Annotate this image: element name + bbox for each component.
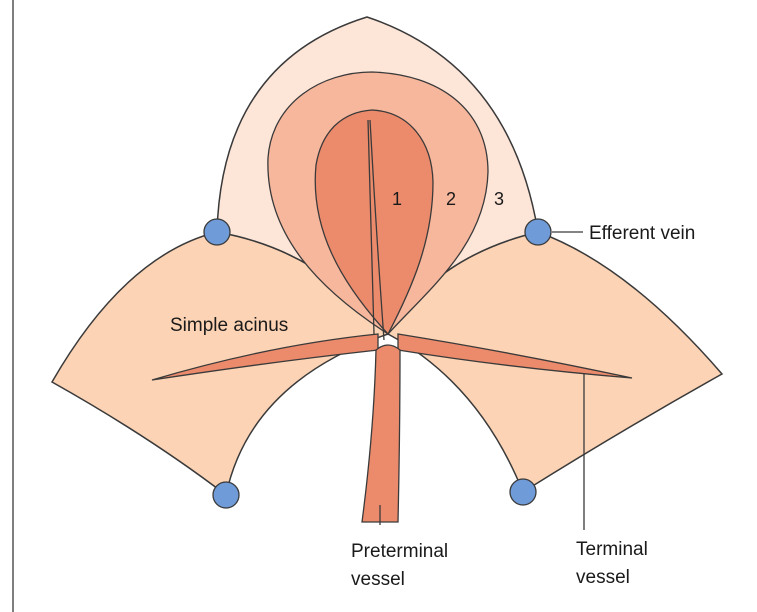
efferent-vein-top-right — [525, 219, 551, 245]
efferent-vein-top-left — [204, 219, 230, 245]
zone-2-label: 2 — [446, 189, 456, 209]
efferent-vein-label: Efferent vein — [589, 223, 695, 244]
simple-acinus-label: Simple acinus — [170, 315, 288, 336]
terminal-vessel-label-line2: vessel — [576, 567, 630, 588]
preterminal-vessel — [362, 345, 400, 522]
zone-3-label: 3 — [494, 189, 504, 209]
preterminal-vessel-label-line2: vessel — [351, 569, 405, 590]
terminal-vessel-label-line1: Terminal — [576, 539, 648, 560]
efferent-vein-bottom-right — [510, 479, 536, 505]
preterminal-vessel-label-line1: Preterminal — [351, 541, 448, 562]
zone-1-label: 1 — [392, 189, 402, 209]
efferent-vein-bottom-left — [213, 482, 239, 508]
